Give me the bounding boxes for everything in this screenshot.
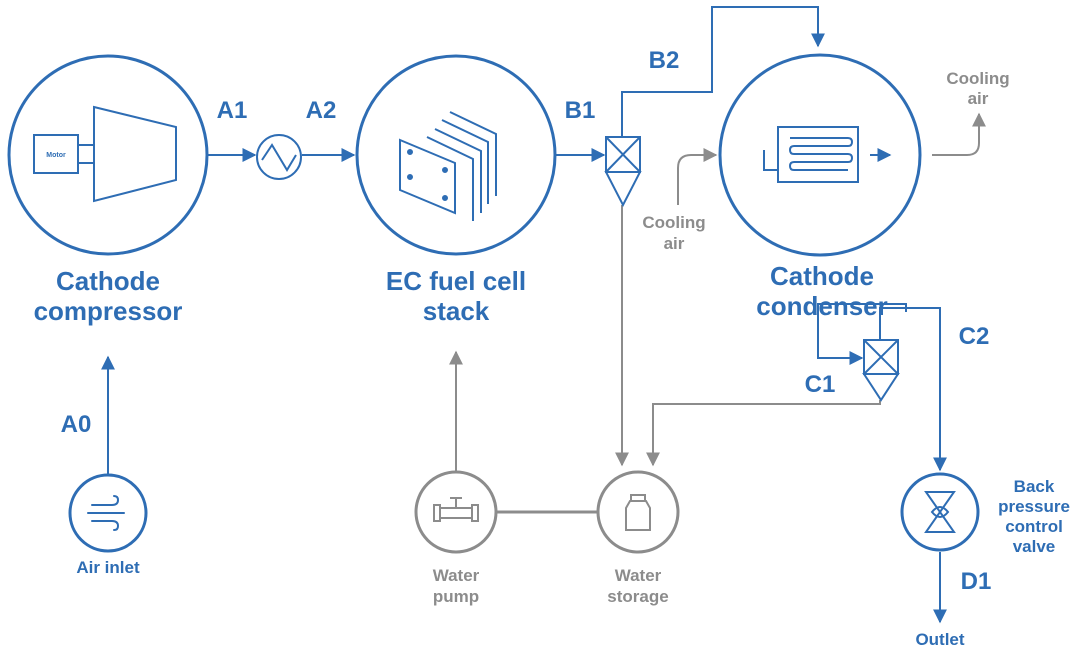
water-pump-label-1: Water: [433, 566, 480, 585]
outlet-label: Outlet: [915, 630, 964, 649]
fuel-cell-stack-label-2: stack: [423, 296, 490, 326]
water-bottle-icon: [625, 494, 651, 531]
stream-c2-label: C2: [959, 323, 990, 350]
pump-icon: [433, 497, 479, 522]
condenser-coil-icon: [763, 126, 892, 183]
valve-label-3: control: [1005, 517, 1063, 536]
cooling-air-out-line: [932, 112, 986, 156]
cooling-air-out-label-1: Cooling: [946, 69, 1009, 88]
cathode-condenser-label-2: condenser: [756, 291, 888, 321]
cooling-air-in-label-1: Cooling: [642, 213, 705, 232]
stream-a1-label: A1: [217, 97, 248, 124]
cathode-condenser-label-1: Cathode: [770, 261, 874, 291]
separator-icon: [604, 136, 642, 208]
stream-a0-label: A0: [61, 411, 92, 438]
water-storage-label-2: storage: [607, 587, 668, 606]
stream-c1-line: [817, 303, 907, 365]
back-pressure-valve: [900, 472, 980, 552]
stream-b2-line: [621, 6, 825, 137]
separator2-drain-line: [646, 400, 881, 467]
stream-c1-label: C1: [805, 371, 836, 398]
valve-label-4: valve: [1013, 537, 1056, 556]
stream-d1-label: D1: [961, 568, 992, 595]
separator2-icon: [862, 339, 900, 402]
motor-icon: Motor: [33, 134, 79, 174]
stream-b1-label: B1: [565, 97, 596, 124]
air-inlet: [68, 473, 148, 553]
cathode-compressor-label-2: compressor: [34, 296, 183, 326]
fuel-cell-stack: [355, 54, 557, 256]
heat-exchanger-icon: [256, 134, 302, 180]
water-pump-label-2: pump: [433, 587, 479, 606]
water-storage-label-1: Water: [615, 566, 662, 585]
fuel-cell-stack-label-1: EC fuel cell: [386, 266, 526, 296]
stream-a2-label: A2: [306, 97, 337, 124]
shaft-icon: [77, 144, 95, 164]
cathode-condenser: [718, 53, 922, 257]
water-pump: [414, 470, 498, 554]
flow-lines: [101, 6, 986, 624]
cooling-air-out-label-2: air: [968, 89, 989, 108]
cathode-compressor-label-1: Cathode: [56, 266, 160, 296]
air-inlet-label: Air inlet: [76, 558, 140, 577]
valve-icon: [924, 491, 956, 533]
cooling-air-in-line: [677, 148, 718, 205]
motor-label: Motor: [46, 152, 66, 159]
cathode-compressor: Motor: [7, 54, 209, 256]
fuel-cell-plates-icon: [399, 111, 497, 221]
stream-b2-label: B2: [649, 47, 680, 74]
water-storage: [596, 470, 680, 554]
valve-label-1: Back: [1014, 477, 1055, 496]
valve-label-2: pressure: [998, 497, 1070, 516]
stream-c2-line: [879, 307, 947, 472]
air-inlet-icon: [87, 495, 125, 531]
cooling-air-in-label-2: air: [664, 234, 685, 253]
compressor-icon: [93, 105, 177, 203]
